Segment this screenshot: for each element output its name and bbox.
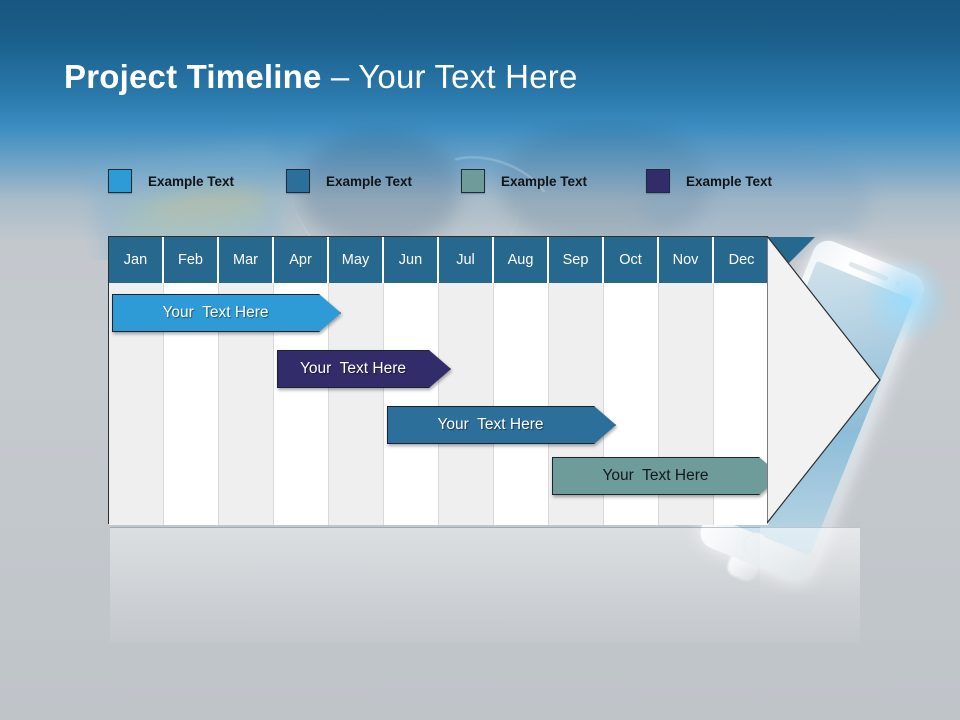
timeline-column — [439, 237, 494, 525]
task-bar[interactable]: Your Text Here — [112, 294, 341, 332]
legend-item[interactable]: Example Text — [108, 167, 234, 195]
month-header-apr[interactable]: Apr — [274, 237, 329, 283]
month-header-feb[interactable]: Feb — [164, 237, 219, 283]
task-bar-label: Your Text Here — [300, 360, 406, 377]
legend: Example Text Example Text Example Text Exam… — [108, 167, 828, 195]
timeline-column — [164, 237, 219, 525]
legend-swatch-icon — [646, 169, 670, 193]
task-bar[interactable]: Your Text Here — [387, 406, 616, 444]
page-title-light: – Your Text Here — [321, 58, 578, 95]
page-title-strong: Project Timeline — [64, 58, 322, 95]
legend-swatch-icon — [286, 169, 310, 193]
month-header-nov[interactable]: Nov — [659, 237, 714, 283]
legend-swatch-icon — [108, 169, 132, 193]
task-bar-arrow-shape — [112, 294, 341, 332]
task-bar[interactable]: Your Text Here — [277, 350, 451, 388]
month-header-oct[interactable]: Oct — [604, 237, 659, 283]
task-bar-arrow-shape — [387, 406, 616, 444]
task-bar-label: Your Text Here — [437, 416, 544, 433]
month-header-mar[interactable]: Mar — [219, 237, 274, 283]
month-header-aug[interactable]: Aug — [494, 237, 549, 283]
legend-item[interactable]: Example Text — [646, 167, 772, 195]
legend-item-label: Example Text — [326, 173, 413, 189]
task-bar-label: Your Text Here — [602, 467, 709, 484]
legend-item[interactable]: Example Text — [461, 167, 587, 195]
legend-swatch-icon — [461, 169, 485, 193]
page-title: Project Timeline – Your Text Here — [64, 58, 578, 96]
slide-reflection-right — [760, 527, 860, 597]
timeline-column — [109, 237, 164, 525]
task-bar-arrow-shape — [277, 350, 451, 388]
timeline-column — [494, 237, 549, 525]
month-header-sep[interactable]: Sep — [549, 237, 604, 283]
month-header-jul[interactable]: Jul — [439, 237, 494, 283]
slide-reflection — [110, 527, 860, 643]
legend-item-label: Example Text — [148, 173, 235, 189]
month-header-may[interactable]: May — [329, 237, 384, 283]
chart-arrow-tip — [767, 236, 881, 524]
month-header-jan[interactable]: Jan — [109, 237, 164, 283]
month-header-jun[interactable]: Jun — [384, 237, 439, 283]
task-bar-arrow-shape — [552, 457, 781, 495]
task-bar[interactable]: Your Text Here — [552, 457, 781, 495]
task-bar-label: Your Text Here — [162, 304, 269, 321]
timeline-column — [219, 237, 274, 525]
legend-item-label: Example Text — [686, 173, 773, 189]
month-header-dec[interactable]: Dec — [714, 237, 769, 283]
legend-item-label: Example Text — [501, 173, 588, 189]
legend-item[interactable]: Example Text — [286, 167, 412, 195]
